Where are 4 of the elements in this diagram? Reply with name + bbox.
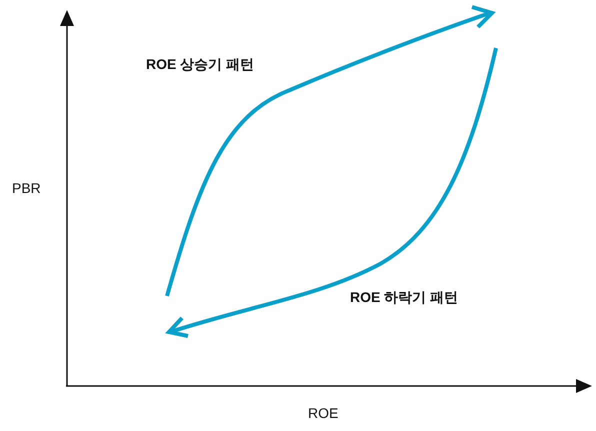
curve-label: ROE 하락기 패턴 <box>350 289 458 307</box>
axis-label: PBR <box>12 180 41 196</box>
curve-label: ROE 상승기 패턴 <box>146 56 254 74</box>
axis-label: ROE <box>308 405 338 421</box>
